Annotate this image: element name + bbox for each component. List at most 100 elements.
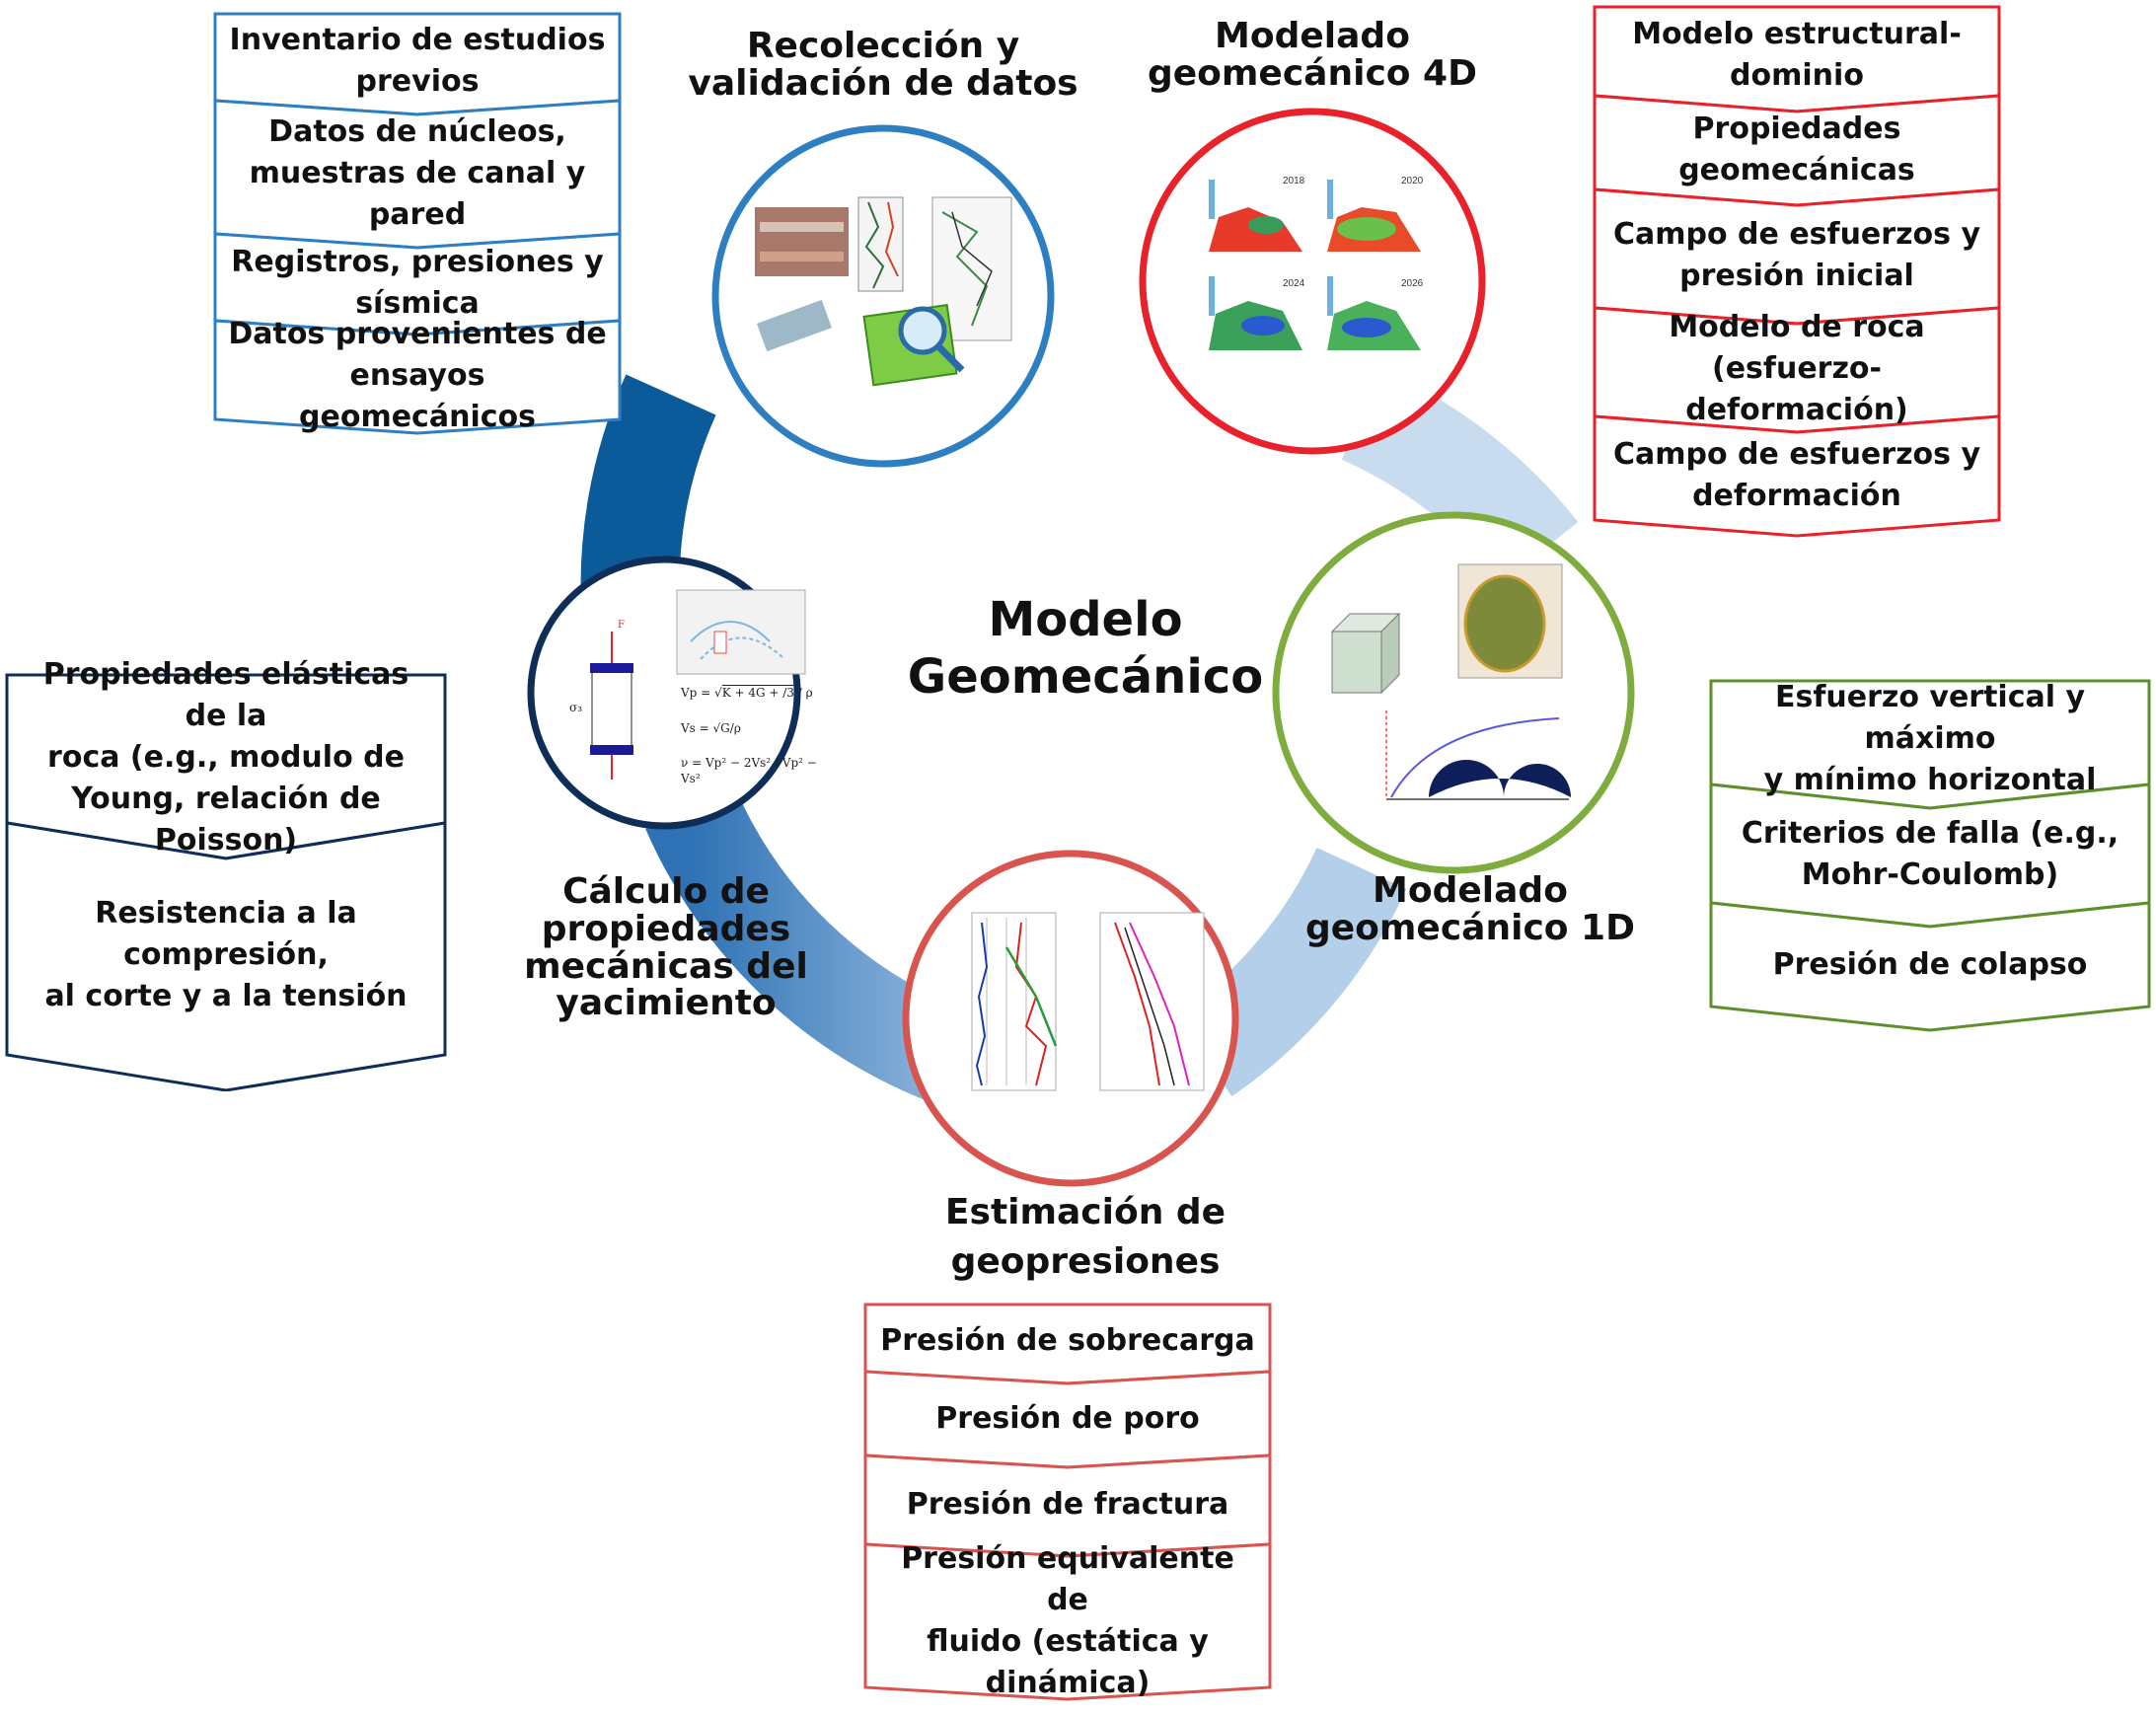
box-top-left-segment-text-0: Inventario de estudios previos: [216, 20, 620, 103]
box-top-right-segment-3: Modelo de roca (esfuerzo-deformación): [1593, 310, 2001, 427]
box-top-right-segment-line: Campo de esfuerzos y: [1613, 436, 1980, 472]
estimacion-title-line1: Estimación de: [944, 1192, 1227, 1232]
calculo-sigma-label: σ₃: [569, 701, 583, 714]
modelado-1d-title-line2: geomecánico 1D: [1305, 907, 1635, 948]
formula-nu-num: Vp² − 2Vs²: [706, 756, 772, 771]
box-right-segment-line: Esfuerzo vertical y máximo: [1774, 679, 2086, 756]
box-top-left-segment-1: Datos de núcleos, muestras de canal y pare…: [213, 107, 622, 241]
modelado-1d-title-line1: Modelado: [1373, 870, 1568, 911]
year-label-2026: 2026: [1401, 278, 1424, 289]
box-top-left-segment-text-2: Registros, presiones y sísmica: [217, 242, 617, 325]
box-top-left-segment-shape-3: [213, 319, 622, 435]
box-right-segment-2: Presión de colapso: [1709, 913, 2151, 1018]
box-top-right-segment-line: (esfuerzo-deformación): [1685, 351, 1908, 428]
formula-vp-expr: K + 4G + /3: [721, 686, 794, 700]
box-right-segment-line: Criterios de falla (e.g.,: [1741, 815, 2119, 851]
box-right-segment-line: Presión de colapso: [1772, 947, 2088, 983]
recoleccion-title-line1: Recolección y: [746, 26, 1020, 66]
year-label-2018: 2018: [1283, 176, 1305, 186]
box-top-right-segment-line: Modelo de roca: [1669, 310, 1925, 345]
box-top-left-segment-3: Datos provenientes de ensayos geomecánico…: [213, 317, 622, 434]
modelado-4d-image: [1202, 180, 1421, 350]
box-bottom-segment-line: Presión de poro: [935, 1400, 1200, 1436]
box-top-right-segment-line: geomecánicas: [1678, 152, 1915, 187]
box-top-right-segment-text-4: Campo de esfuerzos y deformación: [1599, 434, 1994, 517]
box-top-right-segment-line: Campo de esfuerzos y: [1613, 217, 1980, 253]
calculo-title-line1: Cálculo de propiedades: [541, 871, 791, 949]
box-top-left-segment-text-3: Datos provenientes de ensayos geomecánico…: [213, 314, 622, 438]
box-left-segment-line: Resistencia a la compresión,: [95, 895, 357, 972]
box-top-right-segment-line: Modelo estructural-: [1632, 17, 1962, 51]
box-top-left-segment-0: Inventario de estudios previos: [213, 14, 622, 108]
box-top-left-segment-line: Datos provenientes de: [228, 317, 607, 352]
center-title: Modelo Geomecánico: [888, 592, 1283, 706]
box-right-segment-text-0: Esfuerzo vertical y máximo y mínimo horiz…: [1709, 677, 2151, 801]
box-bottom-segment-line: Presión de sobrecarga: [880, 1323, 1255, 1358]
box-top-left-segment-line: sísmica: [355, 286, 480, 322]
box-top-left-segment-line: muestras de canal y: [249, 155, 586, 190]
formula-vs: Vs = √G/ρ: [681, 720, 741, 735]
modelado-1d-image: [1330, 563, 1571, 800]
box-left-segment-line: roca (e.g., modulo de: [47, 740, 405, 775]
estimacion-title-line2: geopresiones: [950, 1241, 1221, 1283]
box-top-left-segment-line: previos: [355, 63, 480, 99]
box-top-left-segment-line: Inventario de estudios: [229, 22, 606, 57]
modelado-4d-title: Modelado geomecánico 4D: [1115, 18, 1510, 93]
box-top-left-segment-line: ensayos geomecánicos: [299, 358, 536, 435]
box-left-segment-line: al corte y a la tensión: [44, 978, 408, 1013]
box-left-segment-text-0: Propiedades elásticas de la roca (e.g., m…: [5, 654, 447, 861]
box-left-outline: [5, 673, 447, 1091]
box-left-segment-1: Resistencia a la compresión, al corte y a…: [5, 837, 447, 1073]
formula-vp-label: Vp =: [681, 686, 711, 700]
box-right-segment-0: Esfuerzo vertical y máximo y mínimo horiz…: [1709, 680, 2151, 797]
formula-nu: ν = Vp² − 2Vs² / Vp² − Vs²: [681, 756, 817, 785]
formula-vp: Vp = √K + 4G + /3 / ρ: [681, 686, 813, 700]
modelado-1d-circle: [1272, 511, 1635, 874]
box-top-right-segment-line: deformación: [1692, 478, 1901, 513]
box-bottom-segment-text-1: Presión de poro: [922, 1398, 1213, 1440]
box-right-segment-shape-2: [1709, 901, 2151, 1032]
recoleccion-title-line2: validación de datos: [688, 62, 1078, 104]
box-top-right-segment-text-3: Modelo de roca (esfuerzo-deformación): [1593, 307, 2001, 431]
calculo-formulas: Vp = √K + 4G + /3 / ρ Vs = √G/ρ ν = Vp² …: [681, 686, 829, 786]
box-top-left-segment-line: Registros, presiones y: [231, 245, 604, 280]
right-chevron-list: Esfuerzo vertical y máximo y mínimo horiz…: [1709, 679, 2151, 1040]
box-right-outline: [1709, 679, 2151, 1032]
formula-vs-den: ρ: [733, 720, 741, 735]
box-top-right-segment-4: Campo de esfuerzos y deformación: [1593, 422, 2001, 528]
year-label-2020: 2020: [1401, 176, 1424, 186]
recoleccion-image: [755, 196, 1012, 387]
box-top-right-segment-0: Modelo estructural-dominio: [1593, 7, 2001, 104]
box-bottom-segment-shape-3: [863, 1542, 1272, 1701]
box-top-right-outline: [1593, 5, 2001, 538]
box-left-segment-line: Propiedades elásticas de la: [42, 657, 409, 733]
formula-vs-num: G: [720, 720, 730, 735]
ring-arc-bottom-left: [645, 788, 966, 1102]
box-top-left-segment-2: Registros, presiones y sísmica: [213, 240, 622, 328]
box-bottom-segment-2: Presión de fractura: [863, 1460, 1272, 1550]
box-top-left-segment-line: pared: [368, 196, 467, 232]
formula-vp-den: ρ: [805, 686, 813, 700]
left-chevron-list: Propiedades elásticas de la roca (e.g., m…: [5, 657, 447, 1091]
box-top-right-segment-text-0: Modelo estructural-dominio: [1618, 14, 1975, 97]
box-top-left-segment-line: Datos de núcleos,: [268, 113, 566, 149]
box-right-segment-line: y mínimo horizontal: [1763, 762, 2097, 797]
formula-nu-label: ν =: [681, 756, 703, 771]
box-bottom-segment-line: Presión de fractura: [906, 1487, 1229, 1523]
estimacion-title: Estimación de geopresiones: [888, 1188, 1283, 1288]
calculo-title: Cálculo de propiedades mecánicas del yac…: [444, 873, 888, 1022]
box-bottom-segment-text-0: Presión de sobrecarga: [866, 1320, 1269, 1362]
estimacion-image: [971, 912, 1205, 1091]
box-bottom-segment-line: fluido (estática y: [927, 1623, 1209, 1659]
box-top-left-outline: [213, 12, 622, 435]
calculo-image: [590, 589, 806, 780]
formula-vs-label: Vs =: [681, 720, 709, 735]
